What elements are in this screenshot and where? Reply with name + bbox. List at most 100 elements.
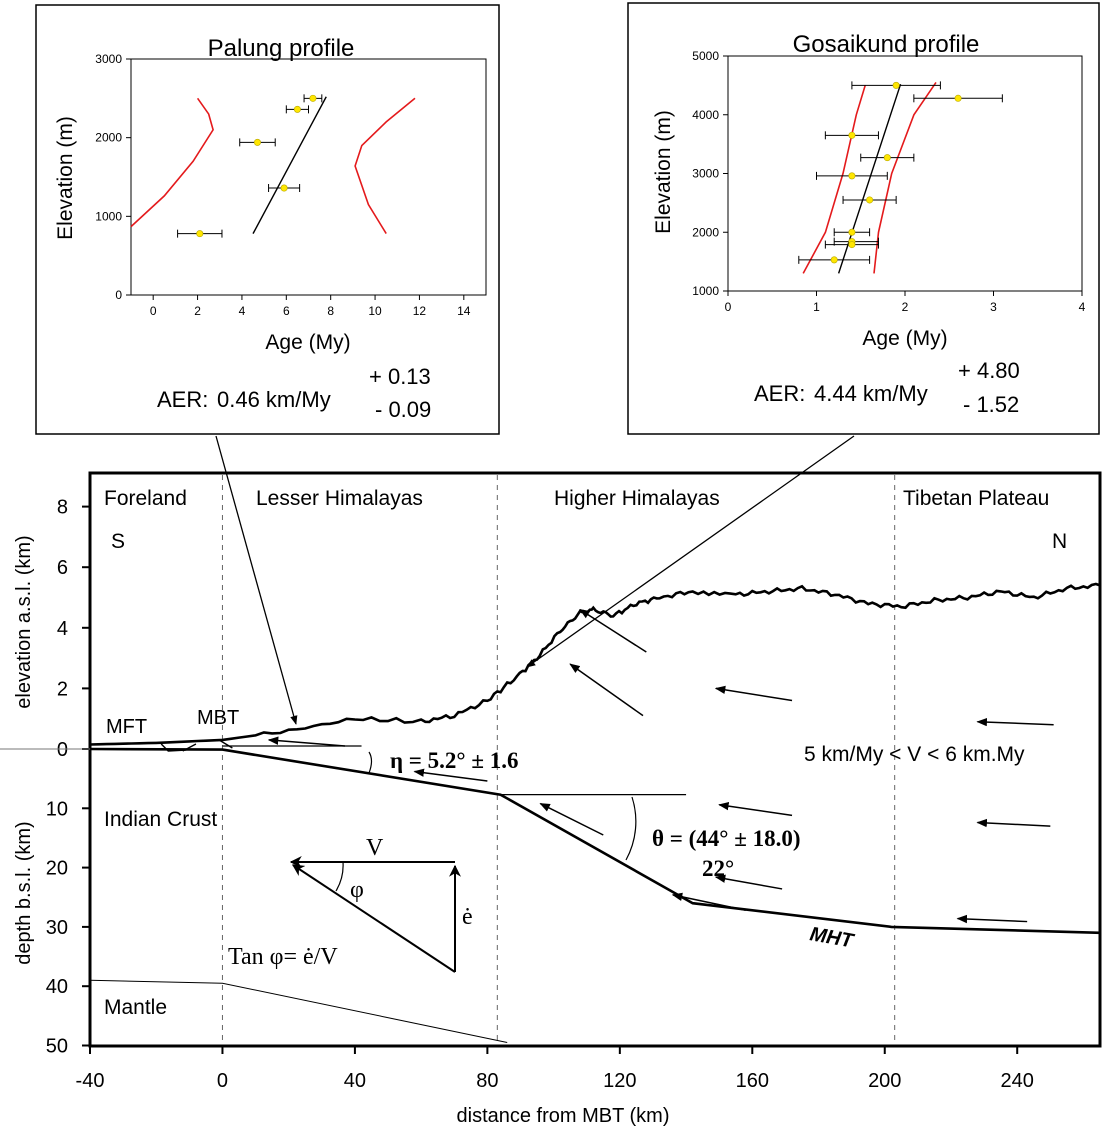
cs-elev-tick-label: 2	[57, 678, 68, 700]
cs-depth-tick-label: 30	[46, 917, 68, 939]
palung-marks	[130, 94, 416, 238]
palung-data-point	[309, 94, 317, 102]
palung-plot-area	[130, 58, 487, 296]
velocity-arrow	[569, 663, 644, 717]
velocity-arrow	[976, 818, 1051, 828]
palung-pointer-line	[215, 435, 298, 725]
vector-formula: Tan φ= ė/V	[228, 944, 338, 970]
gosaikund-aer-label: AER:	[754, 381, 805, 406]
palung-xtick-label: 0	[150, 304, 157, 318]
vector-v-label: V	[366, 835, 384, 861]
zone-higher-himalayas: Higher Himalayas	[554, 487, 720, 510]
velocity-arrow	[714, 874, 783, 890]
gosai-data-point	[848, 241, 856, 249]
cs-xtick-label: 0	[217, 1070, 228, 1092]
cs-xtick-label: 160	[736, 1070, 769, 1092]
gosai-ytick-label: 1000	[692, 284, 719, 298]
theta-label: θ = (44° ± 18.0)	[652, 826, 801, 851]
gosaikund-xlabel: Age (My)	[862, 327, 947, 350]
zone-foreland: Foreland	[104, 487, 187, 510]
label-mbt: MBT	[197, 707, 239, 729]
cs-elev-tick-label: 4	[57, 618, 68, 640]
eta-angle-arc	[368, 751, 373, 774]
palung-xtick-label: 10	[368, 304, 382, 318]
gosai-data-point	[848, 228, 856, 236]
palung-data-point	[280, 184, 288, 192]
palung-data-point	[196, 230, 204, 238]
palung-confidence-right	[354, 97, 416, 235]
gosai-ytick-label: 2000	[692, 225, 719, 239]
gosaikund-pointer-line	[526, 435, 855, 668]
gosai-data-point	[892, 81, 900, 89]
eta-label: η = 5.2° ± 1.6	[390, 748, 519, 773]
cs-xlabel: distance from MBT (km)	[457, 1105, 670, 1127]
palung-title: Palung profile	[208, 35, 355, 62]
palung-fit-line	[252, 96, 327, 234]
vector-triangle: V φ ė Tan φ= ė/V	[228, 835, 473, 973]
gosaikund-aer-minus: - 1.52	[963, 392, 1019, 417]
label-mft: MFT	[106, 716, 147, 738]
palung-xlabel: Age (My)	[265, 331, 350, 354]
velocity-arrow	[413, 768, 488, 782]
mbt-splay	[218, 739, 233, 749]
palung-xtick-label: 6	[283, 304, 290, 318]
label-mantle: Mantle	[104, 996, 167, 1019]
moho-boundary	[89, 979, 508, 1043]
palung-xtick-label: 12	[413, 304, 427, 318]
gosai-data-point	[883, 154, 891, 162]
palung-ytick-label: 0	[115, 288, 122, 302]
vector-phi-label: φ	[350, 877, 364, 903]
velocity-arrow	[714, 685, 793, 702]
velocity-arrow	[267, 736, 346, 747]
palung-xtick-label: 4	[239, 304, 246, 318]
gosai-xtick-label: 4	[1079, 300, 1086, 314]
cs-ylabel-depth: depth b.s.l. (km)	[13, 821, 35, 964]
gosai-data-point	[830, 256, 838, 264]
label-indian-crust: Indian Crust	[104, 808, 217, 831]
velocity-arrow	[976, 717, 1054, 727]
gosai-xtick-label: 3	[990, 300, 997, 314]
fault-splay	[182, 743, 197, 752]
palung-aer-plus: + 0.13	[369, 364, 431, 389]
palung-ytick-label: 3000	[95, 52, 122, 66]
gosaikund-title: Gosaikund profile	[793, 31, 980, 58]
theta-sub-label: 22°	[702, 856, 734, 881]
gosai-data-point	[866, 196, 874, 204]
cs-xtick-label: 240	[1001, 1070, 1034, 1092]
velocity-arrows	[267, 608, 1054, 924]
cross-section-frame	[88, 471, 1102, 1048]
cs-xtick-label: 40	[344, 1070, 366, 1092]
gosai-data-point	[848, 131, 856, 139]
cs-xtick-label: -40	[76, 1070, 105, 1092]
label-south: S	[111, 530, 125, 553]
cs-depth-tick-label: 50	[46, 1036, 68, 1058]
palung-data-point	[293, 105, 301, 113]
cs-depth-tick-label: 40	[46, 976, 68, 998]
mft-splay	[160, 743, 187, 752]
palung-ytick-label: 1000	[95, 209, 122, 223]
vector-resultant-arrow	[291, 864, 456, 973]
zone-dividers	[221, 475, 896, 1045]
zone-tibetan-plateau: Tibetan Plateau	[903, 487, 1049, 510]
palung-xtick-label: 2	[194, 304, 201, 318]
cs-ylabel-elevation: elevation a.s.l. (km)	[13, 535, 35, 708]
palung-aer-value: 0.46 km/My	[217, 387, 331, 412]
palung-xtick-label: 8	[327, 304, 334, 318]
cs-elev-tick-label: 6	[57, 557, 68, 579]
cs-depth-tick-label: 20	[46, 858, 68, 880]
cs-xtick-label: 120	[603, 1070, 636, 1092]
gosai-confidence-left	[802, 85, 866, 274]
gosai-data-point	[848, 172, 856, 180]
cross-section-geometry	[89, 582, 1101, 1043]
velocity-arrow	[718, 801, 793, 817]
topography-profile	[89, 582, 1101, 746]
palung-data-point	[253, 138, 261, 146]
phi-angle-arc	[335, 861, 344, 892]
cs-xtick-label: 80	[476, 1070, 498, 1092]
